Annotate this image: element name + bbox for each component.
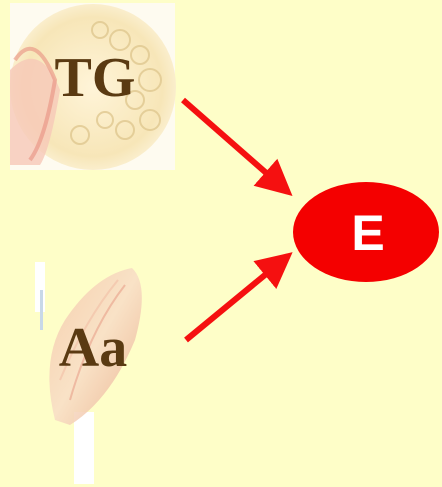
node-e-label: E (351, 205, 385, 261)
muscle-image (35, 262, 142, 484)
node-aa-label: Aa (58, 317, 128, 379)
fat-tissue-image (10, 3, 176, 170)
arrow-aa-to-e (184, 252, 293, 343)
node-tg-label: TG (54, 47, 136, 109)
node-e-circle (293, 182, 439, 282)
arrow-tg-to-e (181, 97, 293, 196)
